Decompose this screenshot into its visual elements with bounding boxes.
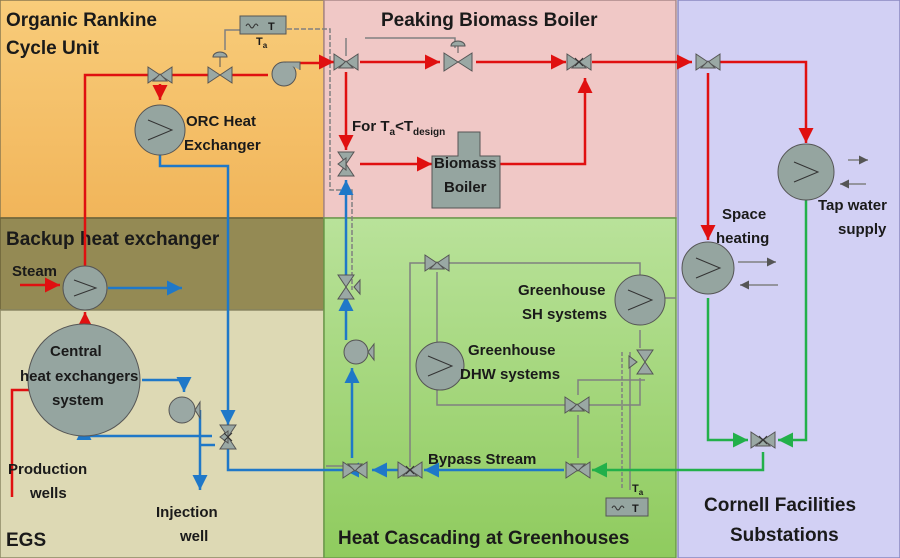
valve-egs-mixer	[219, 424, 237, 450]
biomass-label-2: Boiler	[444, 179, 487, 196]
orc-heat-exchanger-icon	[134, 104, 186, 156]
space-heating-label-1: Space	[722, 206, 766, 223]
steam-label: Steam	[12, 263, 57, 280]
sensor-gh-icon: T	[605, 497, 649, 517]
orc-title-line2: Cycle Unit	[6, 38, 100, 59]
orc-title-line1: Organic Rankine	[6, 10, 157, 31]
valve-gh-blue	[342, 461, 368, 479]
valve-orc-control	[207, 51, 233, 84]
valve-gh-green	[565, 461, 591, 479]
pump-egs-icon	[168, 396, 201, 424]
pump-gh-icon	[343, 339, 375, 365]
gh-sh-label-2: SH systems	[522, 306, 607, 323]
sensor-orc-label: Ta	[256, 36, 268, 50]
biomass-label-1: Biomass	[434, 155, 497, 172]
svg-text:T: T	[632, 503, 639, 515]
greenhouse-title: Heat Cascading at Greenhouses	[338, 528, 629, 549]
gh-sh-exchanger-icon	[614, 274, 666, 326]
cool-streams	[76, 154, 564, 490]
backup-title: Backup heat exchanger	[6, 229, 220, 250]
condition-label: For Ta<Tdesign	[352, 118, 445, 138]
tap-water-exchanger-icon	[777, 143, 835, 201]
hot-streams	[10, 54, 814, 497]
gh-sh-label-1: Greenhouse	[518, 282, 606, 299]
tap-water-label-2: supply	[838, 221, 887, 238]
orc-hx-label-2: Exchanger	[184, 137, 261, 154]
cold-streams	[592, 200, 808, 478]
valve-gh-bypass	[397, 461, 423, 479]
bypass-label: Bypass Stream	[428, 451, 536, 468]
zone-backup	[0, 217, 325, 311]
valve-gh-mid	[564, 396, 590, 414]
valve-peak-control	[443, 40, 473, 72]
backup-heat-exchanger-icon	[62, 265, 108, 311]
sensor-orc-icon: T For T	[239, 15, 287, 35]
valves	[147, 40, 776, 479]
sensor-gh-label: Ta	[632, 483, 644, 497]
space-heating-label-2: heating	[716, 230, 769, 247]
valve-cornell-mixer	[750, 431, 776, 449]
biomass-boiler-icon	[431, 131, 501, 209]
valve-cornell-split	[695, 53, 721, 71]
central-heat-exchanger-icon	[27, 323, 141, 437]
valve-gh-sh	[628, 349, 654, 375]
valve-biomass	[337, 151, 355, 177]
central-hx-label-1: Central	[50, 343, 102, 360]
space-heating-exchanger-icon	[681, 241, 735, 295]
central-hx-label-2: heat exchangers	[20, 368, 138, 385]
valve-peak-inlet	[333, 53, 359, 71]
pump-orc-icon	[271, 61, 301, 87]
pumps	[168, 61, 375, 424]
injection-well-label-1: Injection	[156, 504, 218, 521]
central-hx-label-3: system	[52, 392, 104, 409]
injection-well-label-2: well	[179, 528, 208, 545]
gh-dhw-exchanger-icon	[415, 341, 465, 391]
gh-dhw-label-1: Greenhouse	[468, 342, 556, 359]
gh-dhw-label-2: DHW systems	[460, 366, 560, 383]
tap-water-label-1: Tap water	[818, 197, 887, 214]
valve-gh-top	[424, 254, 450, 272]
production-wells-label-1: Production	[8, 461, 87, 478]
valve-blue-riser	[337, 274, 361, 300]
valve-peak-mixer	[566, 53, 592, 71]
peaking-title: Peaking Biomass Boiler	[381, 10, 598, 31]
orc-hx-label-1: ORC Heat	[186, 113, 256, 130]
production-wells-label-2: wells	[29, 485, 67, 502]
egs-title: EGS	[6, 530, 46, 551]
svg-text:T: T	[268, 21, 275, 33]
cornell-title-line2: Substations	[730, 525, 839, 546]
valve-orc-3way	[147, 66, 173, 84]
heat-exchangers	[27, 104, 835, 437]
cornell-title-line1: Cornell Facilities	[704, 495, 856, 516]
